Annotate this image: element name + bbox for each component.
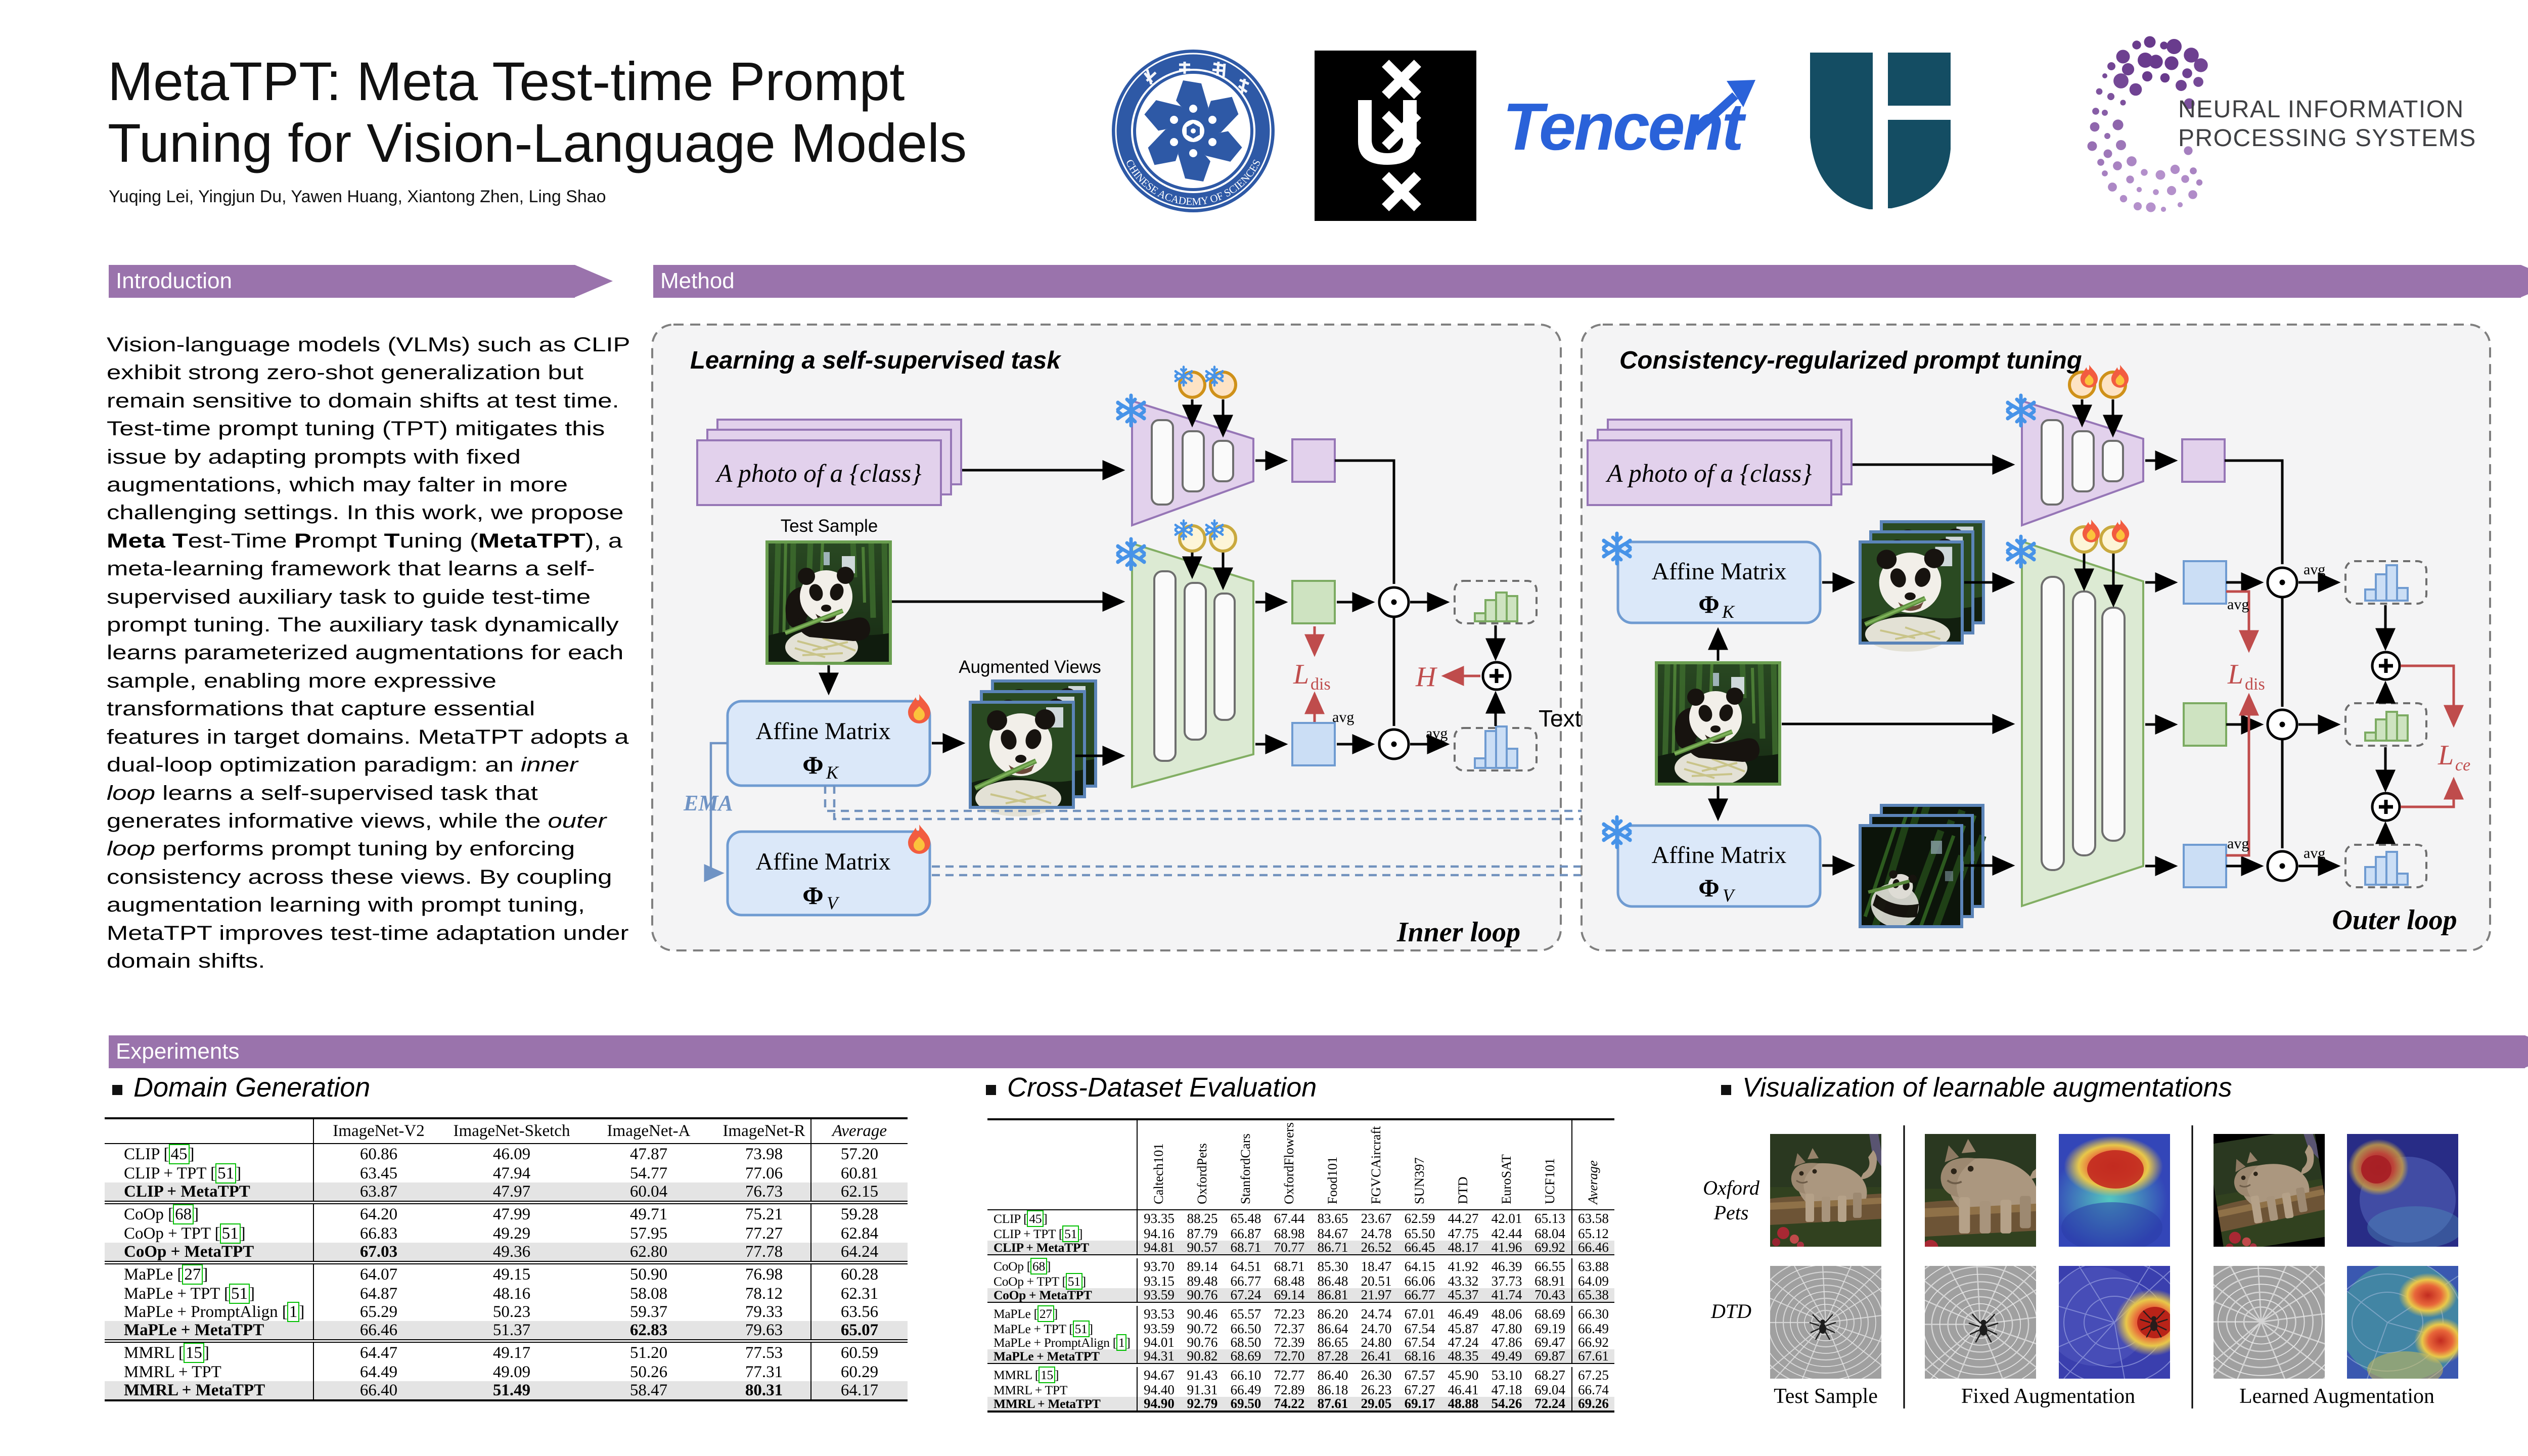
- svg-text:EMA: EMA: [683, 791, 733, 815]
- svg-text:Tencent: Tencent: [1503, 89, 1746, 164]
- svg-text:K: K: [826, 762, 839, 783]
- svg-text:Outer loop: Outer loop: [2332, 904, 2457, 936]
- svg-text:Φ: Φ: [802, 881, 823, 909]
- svg-text:Affine Matrix: Affine Matrix: [1651, 842, 1786, 869]
- svg-text:K: K: [1722, 602, 1735, 622]
- svg-text:avg: avg: [2304, 561, 2325, 578]
- svg-text:Learned Augmentation: Learned Augmentation: [2239, 1385, 2434, 1408]
- svg-text:dis: dis: [1311, 675, 1331, 694]
- svg-text:avg: avg: [2227, 835, 2249, 852]
- svg-text:Consistency-regularized prompt: Consistency-regularized prompt tuning: [1619, 347, 2082, 374]
- svg-text:DTD: DTD: [1710, 1300, 1751, 1323]
- svg-text:NEURAL INFORMATION: NEURAL INFORMATION: [2178, 96, 2464, 123]
- svg-text:PROCESSING SYSTEMS: PROCESSING SYSTEMS: [2178, 125, 2476, 152]
- svg-text:Affine Matrix: Affine Matrix: [755, 848, 890, 875]
- svg-text:L: L: [1293, 659, 1309, 690]
- svg-text:L: L: [2227, 659, 2243, 690]
- svg-text:Φ: Φ: [1698, 874, 1719, 902]
- svg-text:A photo of a {class}: A photo of a {class}: [715, 460, 921, 488]
- svg-text:Inner loop: Inner loop: [1396, 917, 1520, 948]
- svg-text:Affine Matrix: Affine Matrix: [1651, 558, 1786, 585]
- svg-text:Oxford: Oxford: [1703, 1176, 1760, 1199]
- svg-text:avg: avg: [1332, 709, 1354, 725]
- svg-text:Φ: Φ: [1698, 590, 1719, 618]
- svg-text:Augmented Views: Augmented Views: [959, 657, 1101, 677]
- svg-text:Test Sample: Test Sample: [1774, 1385, 1878, 1408]
- svg-text:Affine Matrix: Affine Matrix: [755, 718, 890, 745]
- svg-text:Learning a self-supervised tas: Learning a self-supervised task: [690, 347, 1062, 374]
- svg-text:Φ: Φ: [802, 751, 823, 779]
- svg-text:V: V: [827, 893, 840, 913]
- svg-text:ce: ce: [2455, 756, 2470, 775]
- svg-text:Pets: Pets: [1713, 1201, 1749, 1224]
- svg-text:Test Sample: Test Sample: [781, 516, 878, 536]
- svg-text:L: L: [2437, 740, 2454, 771]
- svg-text:avg: avg: [2227, 596, 2249, 613]
- svg-text:V: V: [1723, 885, 1736, 905]
- svg-text:Text: Text: [1539, 705, 1582, 732]
- svg-text:avg: avg: [1426, 725, 1448, 742]
- svg-text:avg: avg: [2304, 845, 2325, 861]
- svg-text:H: H: [1415, 661, 1437, 693]
- svg-text:A photo of a {class}: A photo of a {class}: [1605, 460, 1812, 488]
- svg-text:Fixed Augmentation: Fixed Augmentation: [1961, 1385, 2135, 1408]
- svg-text:dis: dis: [2245, 675, 2265, 694]
